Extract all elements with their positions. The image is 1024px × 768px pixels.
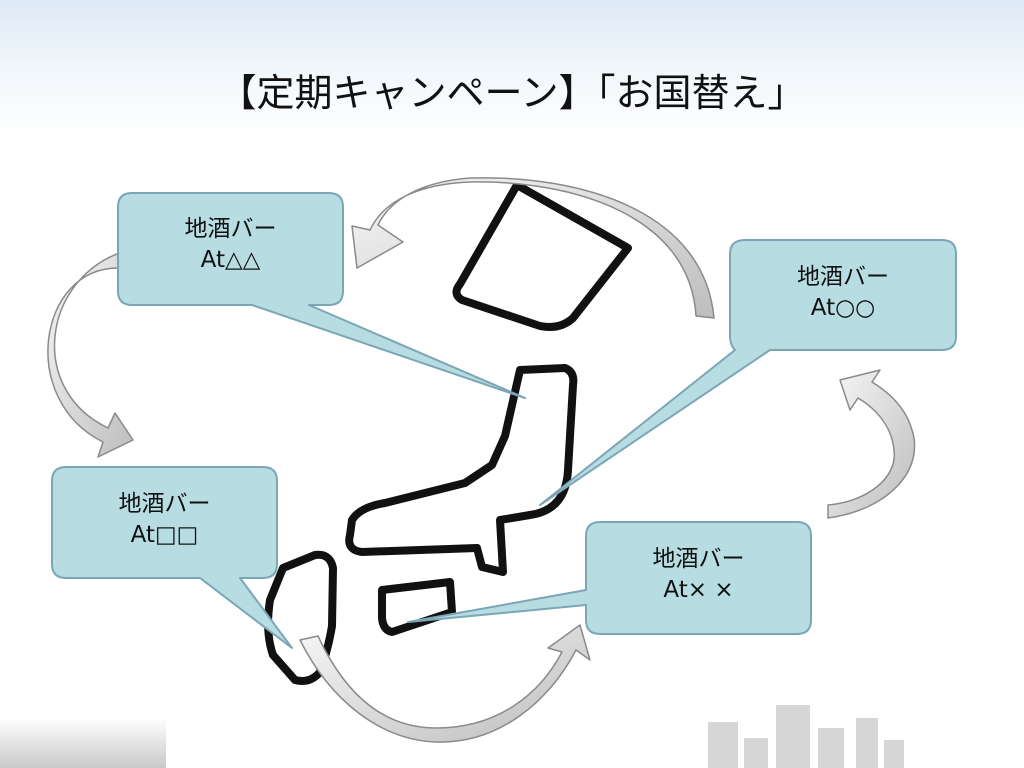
callout-bar-bl: 地酒バー At□□ (52, 489, 277, 551)
callout-bar-tl: 地酒バー At△△ (118, 214, 343, 276)
callout-bar-br-name: 地酒バー (652, 546, 745, 572)
rotation-arrows (47, 177, 916, 743)
callout-bar-bl-location: At□□ (130, 522, 199, 548)
callout-bubble-tr (539, 239, 957, 506)
honshu-outline (345, 364, 578, 576)
hokkaido-outline (452, 181, 632, 331)
callout-bar-bl-name: 地酒バー (118, 491, 211, 517)
callout-bar-br: 地酒バー At× × (586, 544, 811, 606)
callout-bubble-br (407, 521, 812, 635)
callout-bar-tr-location: At○○ (810, 295, 876, 321)
callout-bubble-tl (117, 192, 526, 399)
arrow-bottom (299, 624, 591, 743)
callout-bubble-bl (51, 466, 293, 649)
slide-title: 【定期キャンペーン】「お国替え」 (218, 71, 806, 115)
arrow-top (351, 177, 715, 319)
footer-gradient-decoration (0, 718, 166, 768)
callout-bar-tl-name: 地酒バー (184, 216, 277, 242)
callout-bar-tr-name: 地酒バー (797, 264, 889, 290)
callout-bar-br-location: At× × (663, 577, 734, 603)
arrow-right (827, 369, 916, 519)
arrow-left (47, 251, 134, 458)
callouts (51, 192, 957, 649)
callout-bar-tl-location: At△△ (200, 247, 261, 273)
skyline-decoration (708, 705, 904, 768)
callout-bar-tr: 地酒バー At○○ (730, 262, 956, 324)
shikoku-outline (378, 578, 456, 636)
